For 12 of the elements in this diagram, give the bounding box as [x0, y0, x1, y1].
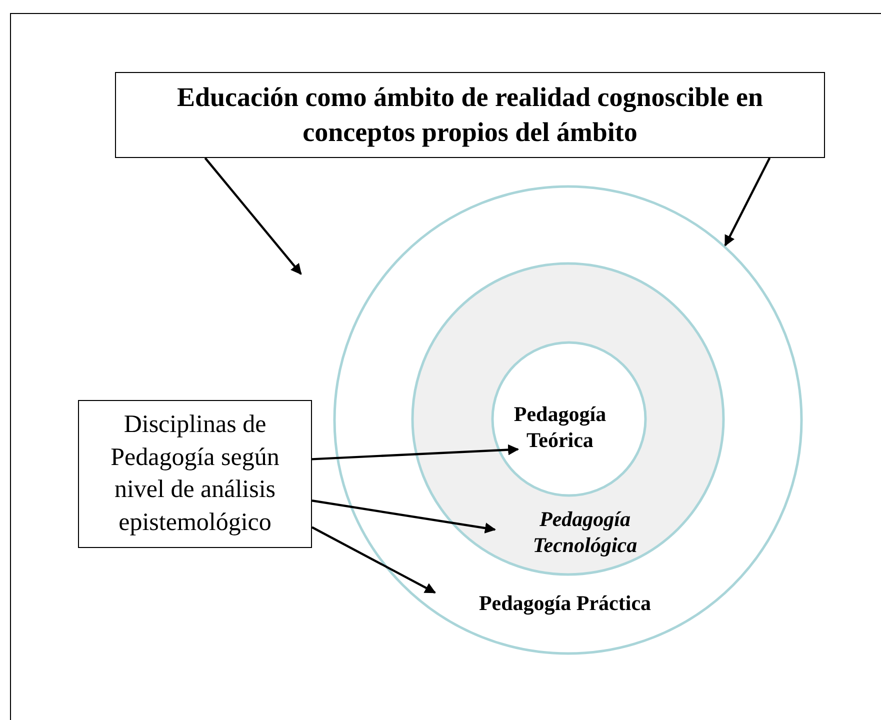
arrow	[312, 444, 520, 460]
disciplines-box	[78, 400, 312, 548]
level-label: Pedagogía Tecnológica	[532, 506, 638, 558]
arrow	[724, 158, 771, 246]
title-text: Educación como ámbito de realidad cognoscible en conceptos propios del ámbito	[176, 80, 764, 149]
arrow	[204, 157, 302, 275]
title-box	[115, 72, 825, 158]
level-label: Pedagogía Práctica	[478, 590, 652, 616]
arrow	[311, 526, 436, 594]
level-label: Pedagogía Teórica	[512, 401, 608, 454]
arrow	[312, 500, 496, 534]
box-text: Disciplinas de Pedagogía según nivel de análisis epistemológico	[110, 410, 280, 538]
